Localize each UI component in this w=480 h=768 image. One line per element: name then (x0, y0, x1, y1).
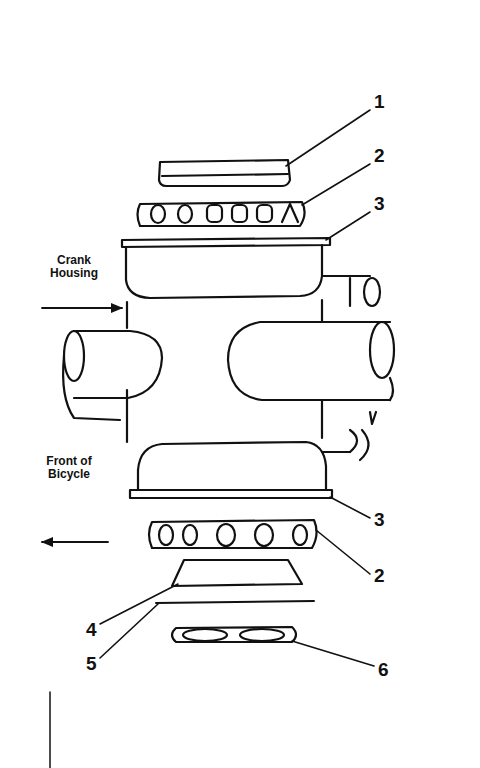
ball-retainer-stroke (255, 524, 273, 546)
leader-line-stroke (316, 530, 370, 574)
seat-stay-stroke (350, 430, 357, 452)
leader-line-stroke (100, 604, 158, 658)
washer-stroke (156, 601, 314, 603)
crank-housing-shell-stroke (321, 400, 323, 438)
seat-tube-stroke (349, 278, 351, 306)
direction-label: Front of Bicycle (40, 455, 98, 480)
seat-stay-stroke (360, 430, 369, 460)
ball-retainer-stroke (282, 204, 298, 222)
direction-arrow-stroke (42, 307, 122, 309)
leader-line-stroke (100, 584, 178, 624)
down-tube-stroke (63, 356, 120, 420)
fixed-cup-stroke (126, 245, 322, 298)
chain-stay-stroke (370, 322, 394, 378)
ball-retainer-stroke (232, 205, 247, 222)
crank-housing-shell (127, 276, 370, 452)
ball-retainer-stroke (151, 205, 165, 223)
ball-retainer-stroke (217, 524, 235, 546)
down-tube (63, 331, 162, 420)
lock-ring-stroke (159, 160, 290, 186)
down-tube-stroke (64, 331, 84, 381)
seat-stay-stroke (370, 412, 376, 424)
ball-retainer-stroke (207, 205, 222, 222)
callout-number: 2 (374, 566, 385, 586)
direction-arrow (42, 308, 122, 542)
callout-number: 1 (374, 92, 385, 112)
callout-number: 3 (374, 194, 385, 214)
margin-line-stroke (49, 692, 51, 768)
drawing-strokes (42, 110, 394, 768)
adjusting-cup-shell-stroke (138, 442, 326, 490)
callout-number: 5 (86, 654, 97, 674)
ball-retainer-stroke (183, 525, 197, 545)
fixed-cup-stroke (122, 238, 330, 247)
callout-number: 4 (86, 620, 97, 640)
ball-retainer-stroke (293, 525, 307, 545)
ball-retainer-stroke (149, 520, 317, 548)
adjusting-cup-shell (130, 442, 332, 498)
callout-number: 2 (374, 146, 385, 166)
chain-stay-stroke (390, 378, 393, 400)
adjusting-cup-shell-stroke (137, 470, 139, 490)
direction-label: Crank Housing (44, 254, 104, 279)
adjustable-cup (172, 560, 302, 586)
adjusting-cup-shell-stroke (130, 490, 332, 498)
crank-housing-shell-stroke (322, 275, 370, 277)
seat-tube-stroke (364, 278, 380, 306)
callout-number: 3 (374, 510, 385, 530)
leader-line-stroke (326, 212, 370, 240)
washer (156, 601, 314, 603)
direction-arrow-stroke (42, 541, 108, 543)
lockring-bottom-stroke (172, 627, 296, 642)
chain-stay (228, 322, 394, 400)
seat-tube (350, 278, 380, 306)
ball-retainer (138, 202, 305, 226)
seat-stay (350, 412, 376, 460)
crank-housing-shell-stroke (126, 302, 128, 328)
callout-number: 6 (378, 660, 389, 680)
lockring-bottom-stroke (240, 629, 284, 641)
fixed-cup (122, 238, 330, 298)
crank-housing-shell-stroke (322, 451, 350, 453)
down-tube-stroke (74, 331, 162, 398)
lock-ring (159, 160, 290, 186)
lockring-bottom (172, 627, 296, 642)
ball-retainer-stroke (138, 202, 305, 226)
ball-retainer-stroke (257, 205, 272, 222)
chain-stay-stroke (228, 322, 390, 400)
ball-retainer-stroke (159, 525, 173, 545)
leader-line-stroke (330, 497, 370, 518)
crank-housing-shell-stroke (321, 300, 323, 322)
ball-retainer (149, 520, 317, 548)
lock-ring-stroke (162, 174, 288, 176)
leader-line (100, 110, 374, 666)
adjustable-cup-stroke (172, 560, 302, 586)
lockring-bottom-stroke (183, 629, 227, 641)
leader-line-stroke (286, 110, 370, 166)
margin-line (49, 692, 51, 768)
ball-retainer-stroke (178, 205, 192, 223)
leader-line-stroke (292, 641, 374, 666)
leader-line-stroke (302, 164, 370, 205)
